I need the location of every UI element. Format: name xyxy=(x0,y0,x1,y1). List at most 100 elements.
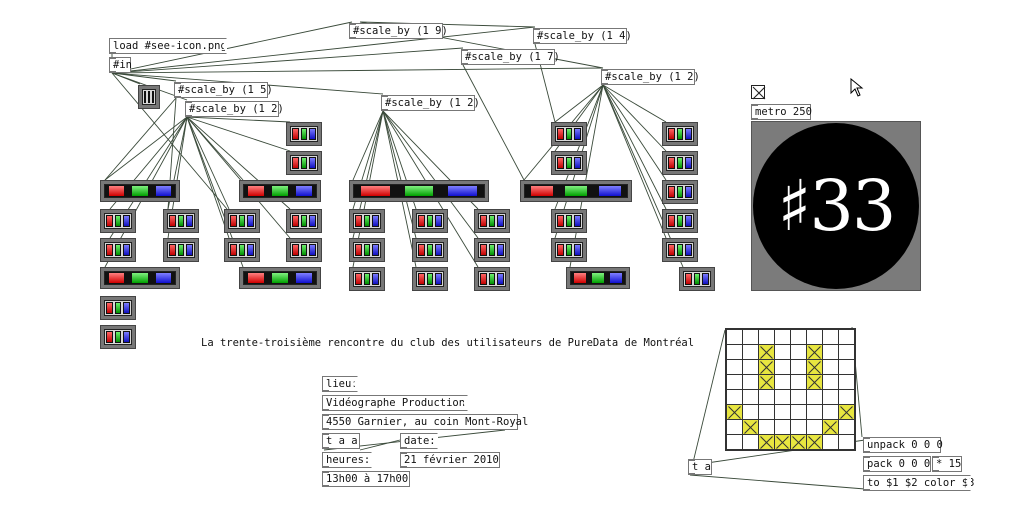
grid-cell[interactable] xyxy=(790,359,807,375)
rgb-bars-icon[interactable] xyxy=(138,85,160,109)
grid-cell[interactable] xyxy=(790,404,807,420)
heures-message[interactable]: heures: xyxy=(322,452,372,468)
grid-cell[interactable] xyxy=(790,374,807,390)
toggle-grid[interactable] xyxy=(725,328,856,451)
grid-cell[interactable] xyxy=(742,404,759,420)
grid-cell[interactable] xyxy=(806,329,823,345)
rgb-bars-icon[interactable] xyxy=(349,238,385,262)
rgb-bars-icon[interactable] xyxy=(551,122,587,146)
scale-by-1-2-right[interactable]: #scale_by (1 2) xyxy=(601,69,700,85)
rgb-wide-strip[interactable] xyxy=(100,267,180,289)
rgb-bars-icon[interactable] xyxy=(286,122,322,146)
grid-cell[interactable] xyxy=(790,389,807,405)
rgb-bars-icon[interactable] xyxy=(551,238,587,262)
grid-cell[interactable] xyxy=(742,359,759,375)
grid-cell[interactable] xyxy=(774,374,791,390)
grid-cell[interactable] xyxy=(726,389,743,405)
grid-cell[interactable] xyxy=(838,344,855,360)
grid-cell[interactable] xyxy=(742,344,759,360)
grid-cell[interactable] xyxy=(806,404,823,420)
grid-cell[interactable] xyxy=(822,389,839,405)
grid-cell[interactable] xyxy=(822,434,839,450)
rgb-wide-strip[interactable] xyxy=(239,180,321,202)
rgb-bars-icon[interactable] xyxy=(412,238,448,262)
grid-cell[interactable] xyxy=(838,419,855,435)
grid-cell[interactable] xyxy=(774,404,791,420)
rgb-bars-icon[interactable] xyxy=(224,209,260,233)
rgb-bars-icon[interactable] xyxy=(662,122,698,146)
date-value-object[interactable]: 21 février 2010 xyxy=(400,452,500,468)
grid-cell[interactable] xyxy=(774,389,791,405)
rgb-bars-icon[interactable] xyxy=(100,296,136,320)
rgb-bars-icon[interactable] xyxy=(224,238,260,262)
grid-cell[interactable] xyxy=(774,344,791,360)
rgb-bars-icon[interactable] xyxy=(100,238,136,262)
scale-by-1-2-left[interactable]: #scale_by (1 2) xyxy=(185,101,284,117)
toggle-x-icon[interactable] xyxy=(751,85,766,100)
rgb-bars-icon[interactable] xyxy=(474,267,510,291)
address-object[interactable]: 4550 Garnier, au coin Mont-Royal xyxy=(322,414,528,430)
grid-cell[interactable] xyxy=(758,329,775,345)
grid-cell[interactable] xyxy=(806,419,823,435)
rgb-bars-icon[interactable] xyxy=(662,209,698,233)
lieu-message[interactable]: lieu: xyxy=(322,376,358,392)
grid-cell[interactable] xyxy=(726,329,743,345)
load-icon-message[interactable]: load #see-icon.png xyxy=(109,38,227,54)
grid-cell[interactable] xyxy=(758,434,775,450)
grid-cell[interactable] xyxy=(774,434,791,450)
rgb-wide-strip[interactable] xyxy=(520,180,632,202)
grid-cell[interactable] xyxy=(790,419,807,435)
trigger-t-a[interactable]: t a xyxy=(688,459,712,475)
grid-cell[interactable] xyxy=(806,374,823,390)
grid-cell[interactable] xyxy=(822,419,839,435)
rgb-bars-icon[interactable] xyxy=(662,151,698,175)
grid-cell[interactable] xyxy=(742,389,759,405)
grid-cell[interactable] xyxy=(806,389,823,405)
rgb-bars-icon[interactable] xyxy=(551,209,587,233)
grid-cell[interactable] xyxy=(838,389,855,405)
grid-cell[interactable] xyxy=(838,359,855,375)
hours-value-object[interactable]: 13h00 à 17h00 xyxy=(322,471,410,487)
rgb-bars-icon[interactable] xyxy=(662,180,698,204)
scale-by-1-2-middle[interactable]: #scale_by (1 2) xyxy=(381,95,480,111)
grid-cell[interactable] xyxy=(726,404,743,420)
grid-cell[interactable] xyxy=(790,434,807,450)
grid-cell[interactable] xyxy=(774,329,791,345)
grid-cell[interactable] xyxy=(790,329,807,345)
scale-by-1-7[interactable]: #scale_by (1 7) xyxy=(461,49,560,65)
rgb-wide-strip[interactable] xyxy=(349,180,489,202)
rgb-bars-icon[interactable] xyxy=(412,267,448,291)
rgb-bars-icon[interactable] xyxy=(100,209,136,233)
grid-cell[interactable] xyxy=(838,434,855,450)
rgb-bars-icon[interactable] xyxy=(286,209,322,233)
rgb-bars-icon[interactable] xyxy=(474,209,510,233)
grid-cell[interactable] xyxy=(806,434,823,450)
grid-cell[interactable] xyxy=(758,374,775,390)
rgb-bars-icon[interactable] xyxy=(286,151,322,175)
grid-cell[interactable] xyxy=(726,434,743,450)
grid-cell[interactable] xyxy=(758,359,775,375)
rgb-bars-icon[interactable] xyxy=(412,209,448,233)
trigger-t-a-a[interactable]: t a a xyxy=(322,433,360,449)
grid-cell[interactable] xyxy=(822,329,839,345)
grid-cell[interactable] xyxy=(758,389,775,405)
grid-cell[interactable] xyxy=(806,344,823,360)
grid-cell[interactable] xyxy=(822,374,839,390)
grid-cell[interactable] xyxy=(838,329,855,345)
color-message[interactable]: to $1 $2 color $3 xyxy=(863,475,974,491)
rgb-wide-strip[interactable] xyxy=(100,180,180,202)
rgb-bars-icon[interactable] xyxy=(286,238,322,262)
scale-by-1-9[interactable]: #scale_by (1 9) xyxy=(349,23,448,39)
grid-cell[interactable] xyxy=(774,419,791,435)
rgb-bars-icon[interactable] xyxy=(679,267,715,291)
rgb-bars-icon[interactable] xyxy=(474,238,510,262)
grid-cell[interactable] xyxy=(838,374,855,390)
rgb-bars-icon[interactable] xyxy=(551,151,587,175)
grid-cell[interactable] xyxy=(758,404,775,420)
rgb-bars-icon[interactable] xyxy=(662,238,698,262)
date-label-message[interactable]: date: xyxy=(400,433,438,449)
grid-cell[interactable] xyxy=(758,344,775,360)
grid-cell[interactable] xyxy=(774,359,791,375)
grid-cell[interactable] xyxy=(838,404,855,420)
